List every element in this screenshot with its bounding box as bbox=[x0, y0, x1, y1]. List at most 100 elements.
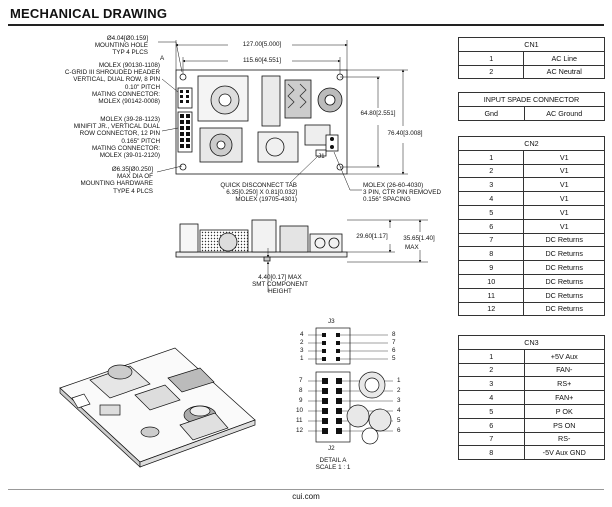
pin-cell: 4 bbox=[458, 390, 525, 405]
pin-cell: 1 bbox=[457, 149, 525, 165]
side-view bbox=[175, 219, 428, 292]
signal-cell: DC Returns bbox=[523, 232, 605, 248]
dim-side-inner: 29.60[1.17] bbox=[356, 233, 388, 240]
j2-pin-right: 6 bbox=[397, 427, 401, 434]
isometric-view bbox=[59, 347, 256, 468]
j2-pin-left: 9 bbox=[299, 397, 303, 404]
pin-cell: 10 bbox=[457, 273, 525, 289]
j2-pin-right: 2 bbox=[397, 387, 401, 394]
signal-cell: DC Returns bbox=[523, 260, 605, 275]
pin-cell: 7 bbox=[458, 431, 525, 447]
pin-cell: 3 bbox=[457, 177, 525, 193]
signal-cell: +5V Aux bbox=[523, 348, 605, 364]
cn2-header-note: MOLEX (39-28-1123) MINIFIT JR., VERTICAL… bbox=[73, 116, 160, 160]
signal-cell: DC Returns bbox=[523, 246, 605, 262]
j2-pin-left: 10 bbox=[296, 407, 304, 414]
signal-cell: -5V Aux GND bbox=[523, 445, 605, 461]
top-view bbox=[156, 40, 408, 191]
signal-cell: DC Returns bbox=[523, 273, 605, 289]
j3-detail bbox=[315, 327, 351, 365]
signal-cell: V1 bbox=[523, 177, 605, 193]
j2-pin-right: 5 bbox=[397, 417, 401, 424]
pin-cell: 5 bbox=[457, 204, 525, 220]
signal-cell: FAN+ bbox=[523, 390, 605, 405]
table-row: 8-5V Aux GND bbox=[458, 445, 605, 461]
j1-connector bbox=[325, 134, 339, 152]
mechanical-drawing: Ø4.04[Ø0.159] MOUNTING HOLE TYP 4 PLCS A… bbox=[59, 35, 442, 472]
pin-cell: 3 bbox=[458, 376, 525, 392]
table-title: CN2 bbox=[458, 136, 605, 151]
signal-cell: P OK bbox=[523, 403, 605, 419]
j1-label: J1 bbox=[318, 153, 325, 160]
pin-cell: 2 bbox=[458, 362, 525, 378]
signal-cell: V1 bbox=[523, 149, 605, 165]
table-title: INPUT SPADE CONNECTOR bbox=[458, 92, 605, 107]
table-row: 1+5V Aux bbox=[458, 348, 605, 364]
pin-cell: 4 bbox=[457, 191, 525, 206]
signal-cell: AC Ground bbox=[523, 105, 606, 121]
dim-width-inner: 115.60[4.551] bbox=[242, 57, 282, 64]
j2-pin-left: 12 bbox=[296, 427, 304, 434]
detail-a bbox=[308, 327, 393, 445]
j3-pin-right: 7 bbox=[392, 339, 396, 346]
pin-cell: 2 bbox=[457, 64, 525, 80]
pin-cell: 8 bbox=[458, 445, 525, 461]
footer-divider bbox=[8, 489, 604, 490]
j3-label: J3 bbox=[328, 318, 335, 325]
signal-cell: AC Neutral bbox=[523, 64, 605, 80]
signal-cell: PS ON bbox=[523, 417, 605, 433]
signal-cell: V1 bbox=[523, 191, 605, 206]
j3-pin-left: 3 bbox=[300, 347, 304, 354]
j2-pin-right: 4 bbox=[397, 407, 401, 414]
j2-detail bbox=[315, 371, 351, 443]
mounting-hole-icon bbox=[179, 73, 187, 81]
j3-pin-left: 1 bbox=[300, 355, 304, 362]
j2-pin-left: 7 bbox=[299, 377, 303, 384]
table-title: CN3 bbox=[458, 335, 605, 350]
j3-pin-right: 6 bbox=[392, 347, 396, 354]
mounting-hole-icon bbox=[179, 163, 187, 171]
dim-side-max: MAX bbox=[405, 244, 419, 251]
signal-cell: RS+ bbox=[523, 376, 605, 392]
pin-cell: 6 bbox=[458, 417, 525, 433]
page-title: MECHANICAL DRAWING bbox=[10, 6, 168, 21]
detail-callout-a: A bbox=[160, 55, 165, 62]
j2-pin-left: 11 bbox=[296, 417, 303, 424]
pin-cell: 5 bbox=[458, 403, 525, 419]
pin-cell: 8 bbox=[457, 246, 525, 262]
detail-scale-note: DETAIL A SCALE 1 : 1 bbox=[315, 457, 351, 472]
table-title: CN1 bbox=[458, 37, 605, 52]
pin-cell: 1 bbox=[458, 348, 525, 364]
footer-url: cui.com bbox=[292, 492, 320, 501]
dim-side-outer: 35.65[1.40] bbox=[403, 235, 435, 242]
spade-tab bbox=[315, 149, 327, 157]
quick-disconnect-note: QUICK DISCONNECT TAB 6.35[0.250] X 0.81[… bbox=[220, 182, 297, 204]
j3-pin-left: 2 bbox=[300, 339, 304, 346]
signal-cell: V1 bbox=[523, 218, 605, 234]
molex-j1-note: MOLEX (26-60-4030) 3 PIN, CTR PIN REMOVE… bbox=[363, 182, 442, 204]
j2-pin-left: 8 bbox=[299, 387, 303, 394]
j3-pin-right: 8 bbox=[392, 331, 396, 338]
